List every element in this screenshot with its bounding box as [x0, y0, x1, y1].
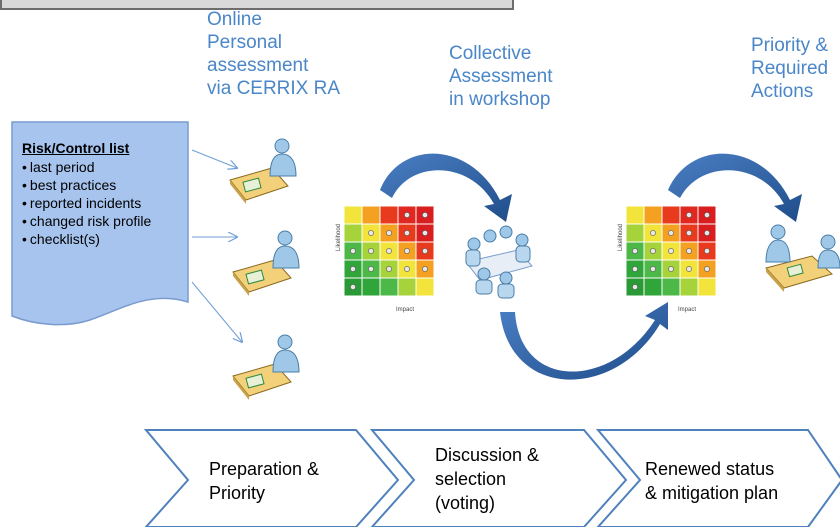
person-at-desk-icon — [232, 230, 300, 296]
heatmap-cell — [661, 277, 681, 297]
heatmap-dot — [404, 212, 410, 218]
heatmap-cell — [361, 205, 381, 225]
risk-heatmap-1: Likelihood Impact — [336, 205, 435, 313]
heatmap-dot — [368, 266, 374, 272]
heatmap-dot — [422, 230, 428, 236]
flow-arrow — [191, 149, 237, 168]
risk-list-item: last period — [22, 158, 192, 176]
heatmap-dot — [650, 230, 656, 236]
stage-title-personal: Online Personal assessment via CERRIX RA — [207, 9, 341, 99]
heatmap-dot — [650, 248, 656, 254]
heatmap-cell — [343, 223, 363, 243]
heatmap-dot — [368, 230, 374, 236]
process-step-1-label: Preparation & Priority — [209, 459, 320, 503]
heatmap-dot — [668, 230, 674, 236]
heatmap-ylabel: Likelihood — [618, 224, 624, 251]
heatmap-cell — [625, 223, 645, 243]
risk-list-text: Risk/Control list last period best pract… — [22, 139, 192, 248]
heatmap-cell — [697, 277, 717, 297]
process-chevron-2 — [369, 429, 628, 527]
risk-list-item: reported incidents — [22, 194, 192, 212]
meeting-group-icon — [465, 225, 533, 299]
two-people-desk-icon — [765, 224, 840, 292]
heatmap-dot — [704, 266, 710, 272]
heatmap-xlabel: Impact — [678, 307, 696, 313]
heatmap-dot — [632, 284, 638, 290]
process-chevron-3 — [595, 429, 840, 527]
heatmap-dot — [350, 266, 356, 272]
risk-heatmap-2: Likelihood Impact — [618, 205, 717, 313]
stage-title-collective: Collective Assessment in workshop — [449, 43, 553, 110]
heatmap-dot — [686, 212, 692, 218]
heatmap-dot — [422, 266, 428, 272]
risk-list-item: checklist(s) — [22, 230, 192, 248]
heatmap-cell — [643, 205, 663, 225]
stage-title-priority: Priority & Required Actions — [751, 35, 829, 102]
top-frame-edge — [0, 0, 514, 10]
heatmap-dot — [668, 266, 674, 272]
heatmap-dot — [650, 266, 656, 272]
heatmap-dot — [704, 248, 710, 254]
curved-arrow — [380, 153, 512, 222]
risk-list-item: best practices — [22, 176, 192, 194]
heatmap-dot — [704, 212, 710, 218]
heatmap-xlabel: Impact — [396, 307, 414, 313]
heatmap-dot — [668, 248, 674, 254]
heatmap-dot — [386, 266, 392, 272]
curved-arrow — [668, 153, 802, 222]
heatmap-dot — [368, 248, 374, 254]
heatmap-dot — [686, 248, 692, 254]
heatmap-cell — [379, 277, 399, 297]
heatmap-cell — [343, 205, 363, 225]
heatmap-cell — [397, 277, 417, 297]
heatmap-dot — [404, 266, 410, 272]
risk-list-title: Risk/Control list — [22, 140, 130, 156]
heatmap-dot — [404, 248, 410, 254]
heatmap-dot — [386, 230, 392, 236]
heatmap-cell — [625, 205, 645, 225]
heatmap-dot — [632, 266, 638, 272]
heatmap-dot — [350, 248, 356, 254]
heatmap-dot — [404, 230, 410, 236]
heatmap-dot — [704, 230, 710, 236]
heatmap-cell — [661, 205, 681, 225]
heatmap-dot — [686, 266, 692, 272]
heatmap-dot — [632, 248, 638, 254]
heatmap-cell — [643, 277, 663, 297]
process-chevron-1 — [143, 429, 400, 527]
heatmap-cell — [415, 277, 435, 297]
heatmap-dot — [350, 284, 356, 290]
person-at-desk-icon — [232, 334, 300, 400]
person-at-desk-icon — [229, 138, 297, 204]
heatmap-cell — [679, 277, 699, 297]
heatmap-cell — [361, 277, 381, 297]
process-step-3-label: Renewed status & mitigation plan — [645, 459, 779, 503]
heatmap-dot — [422, 248, 428, 254]
heatmap-cell — [379, 205, 399, 225]
heatmap-dot — [386, 248, 392, 254]
process-step-2-label: Discussion & selection (voting) — [435, 445, 540, 513]
heatmap-dot — [686, 230, 692, 236]
curved-arrow — [500, 302, 668, 380]
flow-arrow — [191, 281, 242, 342]
risk-list-item: changed risk profile — [22, 212, 192, 230]
heatmap-ylabel: Likelihood — [336, 224, 342, 251]
heatmap-dot — [422, 212, 428, 218]
